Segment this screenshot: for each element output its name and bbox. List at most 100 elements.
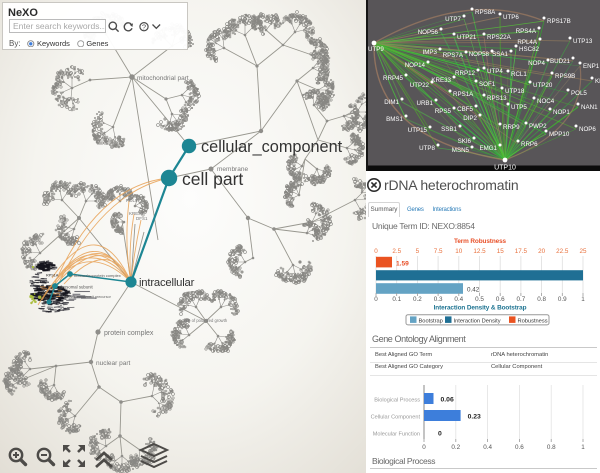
svg-text:intracellular: intracellular	[139, 277, 195, 289]
svg-text:UTP20: UTP20	[533, 82, 553, 89]
svg-text:RPS4A: RPS4A	[516, 28, 537, 35]
svg-text:0: 0	[374, 248, 378, 255]
svg-text:0: 0	[422, 444, 426, 451]
svg-text:RPS17B: RPS17B	[547, 18, 571, 25]
svg-text:0.4: 0.4	[454, 296, 463, 303]
svg-text:cell part: cell part	[182, 169, 243, 189]
svg-text:RPS7A: RPS7A	[443, 52, 464, 59]
svg-text:SSA1: SSA1	[492, 51, 508, 58]
svg-text:RCL1: RCL1	[511, 71, 527, 78]
svg-text:DFS1: DFS1	[136, 216, 148, 221]
svg-text:Cellular Component: Cellular Component	[371, 415, 421, 421]
svg-text:NAN1: NAN1	[581, 104, 598, 111]
svg-text:CBF5: CBF5	[457, 106, 473, 113]
svg-text:5: 5	[416, 248, 420, 255]
svg-text:RPS1A: RPS1A	[453, 91, 474, 98]
svg-text:DIM1: DIM1	[384, 99, 399, 106]
svg-text:0.1: 0.1	[392, 296, 401, 303]
svg-text:0.4: 0.4	[483, 444, 492, 451]
svg-text:Interaction Density & Bootstra: Interaction Density & Bootstrap	[434, 305, 527, 312]
svg-text:UTP22: UTP22	[410, 82, 430, 89]
svg-text:0: 0	[374, 296, 378, 303]
svg-text:UTP15: UTP15	[408, 127, 428, 134]
svg-text:nuclear part: nuclear part	[96, 360, 131, 367]
svg-text:17.5: 17.5	[515, 248, 528, 255]
svg-text:0.3: 0.3	[434, 296, 443, 303]
svg-text:RPS22A: RPS22A	[487, 34, 512, 41]
svg-text:RPS5: RPS5	[435, 108, 452, 115]
svg-text:HSC82: HSC82	[519, 46, 540, 53]
svg-text:URB1: URB1	[416, 100, 433, 107]
svg-text:KRE: KRE	[595, 78, 600, 85]
svg-text:1.59: 1.59	[396, 261, 409, 268]
svg-text:UTP7: UTP7	[445, 16, 461, 23]
svg-text:1: 1	[581, 444, 585, 451]
svg-text:SOF1: SOF1	[479, 81, 496, 88]
svg-text:UTP4: UTP4	[487, 68, 503, 75]
svg-text:NOP4: NOP4	[528, 60, 545, 67]
svg-text:site of polarized growth: site of polarized growth	[184, 318, 228, 323]
svg-text:BUD21: BUD21	[550, 58, 571, 65]
svg-text:MPP10: MPP10	[549, 131, 570, 138]
svg-text:NOP56: NOP56	[418, 29, 439, 36]
svg-text:ENP1: ENP1	[583, 63, 600, 70]
svg-text:0.42: 0.42	[467, 287, 480, 294]
svg-text:0.5: 0.5	[475, 296, 484, 303]
svg-text:POL5: POL5	[126, 198, 138, 203]
svg-text:7.5: 7.5	[434, 248, 443, 255]
svg-text:15: 15	[497, 248, 505, 255]
svg-text:Robustness: Robustness	[518, 318, 548, 324]
svg-text:MSN5: MSN5	[452, 147, 470, 154]
svg-text:UTP8: UTP8	[419, 145, 435, 152]
svg-text:NOP1: NOP1	[553, 109, 570, 116]
svg-text:SSB1: SSB1	[441, 126, 457, 133]
svg-text:RPL4A: RPL4A	[517, 39, 537, 46]
svg-text:0.23: 0.23	[468, 414, 481, 421]
svg-text:UTP6: UTP6	[503, 14, 519, 21]
svg-text:ribonucleoprotein complex: ribonucleoprotein complex	[74, 273, 121, 278]
svg-text:Molecular Function: Molecular Function	[373, 432, 420, 438]
svg-text:Term Robustness: Term Robustness	[454, 238, 507, 245]
svg-text:20: 20	[538, 248, 546, 255]
svg-text:10: 10	[455, 248, 463, 255]
svg-text:NOC4: NOC4	[537, 98, 555, 105]
svg-text:RRP45: RRP45	[383, 75, 404, 82]
svg-text:RPS1A: RPS1A	[46, 274, 59, 278]
svg-text:RRP12: RRP12	[455, 70, 476, 77]
svg-text:UTP18: UTP18	[505, 88, 525, 95]
svg-text:RPS13: RPS13	[487, 95, 507, 102]
svg-text:SKI6: SKI6	[458, 138, 472, 145]
svg-text:UTP10: UTP10	[494, 165, 516, 172]
svg-text:NOP58: NOP58	[469, 51, 490, 58]
svg-text:ribosomal subunit precursor: ribosomal subunit precursor	[64, 295, 112, 299]
svg-text:NOP6: NOP6	[579, 126, 596, 133]
svg-text:0.8: 0.8	[537, 296, 546, 303]
svg-text:0.2: 0.2	[413, 296, 422, 303]
svg-text:0.7: 0.7	[517, 296, 526, 303]
svg-text:IMP3: IMP3	[423, 49, 438, 56]
svg-text:0.06: 0.06	[441, 397, 454, 404]
svg-text:?: ?	[142, 23, 146, 32]
svg-text:RRP9: RRP9	[503, 124, 520, 131]
svg-text:UTP9: UTP9	[368, 46, 384, 53]
svg-text:NOP14: NOP14	[405, 62, 426, 69]
svg-text:RRP6: RRP6	[521, 141, 538, 148]
svg-text:BMS1: BMS1	[386, 116, 403, 123]
svg-text:12.5: 12.5	[473, 248, 486, 255]
svg-text:RPS8A: RPS8A	[475, 9, 496, 16]
svg-text:POL5: POL5	[571, 90, 587, 97]
svg-text:0.6: 0.6	[496, 296, 505, 303]
svg-text:0.9: 0.9	[558, 296, 567, 303]
svg-text:UTP21: UTP21	[457, 34, 477, 41]
svg-text:0.6: 0.6	[515, 444, 524, 451]
svg-text:0: 0	[438, 431, 442, 438]
svg-text:UTP13: UTP13	[573, 38, 593, 45]
svg-text:0.2: 0.2	[451, 444, 460, 451]
svg-text:25: 25	[579, 248, 587, 255]
svg-text:cellular_component: cellular_component	[201, 138, 343, 156]
svg-text:EMG1: EMG1	[479, 145, 497, 152]
svg-text:Interaction Density: Interaction Density	[454, 318, 501, 324]
svg-text:PWP2: PWP2	[529, 123, 547, 130]
svg-text:0.8: 0.8	[547, 444, 556, 451]
svg-text:ribosomal subunit: ribosomal subunit	[59, 285, 93, 290]
